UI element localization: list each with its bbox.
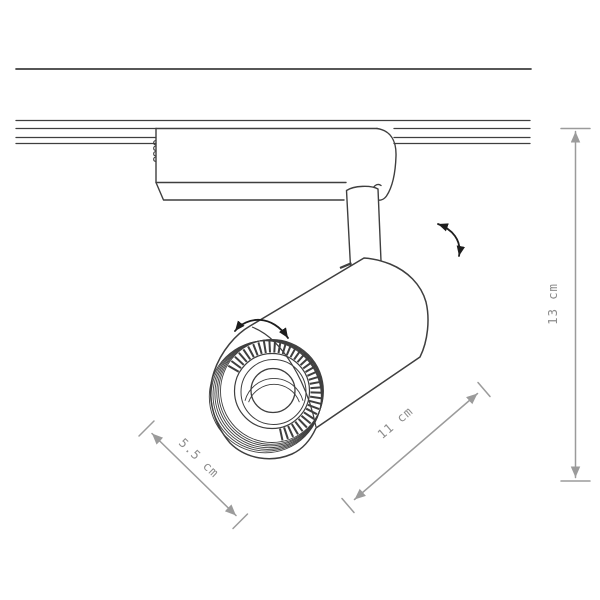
spotlight-body <box>210 257 429 460</box>
swivel-stem <box>345 185 382 268</box>
dimension-height-label: 13 cm <box>545 283 560 325</box>
dimension-tick <box>138 420 155 437</box>
adapter-clip-bumps <box>153 139 157 163</box>
dimension-width-label: 5.5 cm <box>176 435 222 481</box>
dimension-height <box>560 127 591 482</box>
dimension-length-label: 11 cm <box>374 403 415 441</box>
stem-hinge-notch <box>339 262 352 270</box>
dimension-arrow-icon <box>151 432 237 517</box>
focus-ring-knurl <box>227 340 323 441</box>
ring-rotation-arrow-icon <box>234 318 289 339</box>
dimension-arrow-icon <box>353 392 479 501</box>
dimension-tick <box>477 381 491 398</box>
dimension-tick <box>341 497 355 514</box>
dimension-tick <box>232 513 249 530</box>
dimension-length <box>341 381 491 514</box>
dimension-width <box>138 420 249 530</box>
track-rail <box>15 119 531 145</box>
focus-ring-grooves <box>208 339 324 454</box>
focus-ring-inner <box>233 352 311 430</box>
lens <box>250 367 296 414</box>
tilt-rotation-arrow-icon <box>437 223 466 257</box>
